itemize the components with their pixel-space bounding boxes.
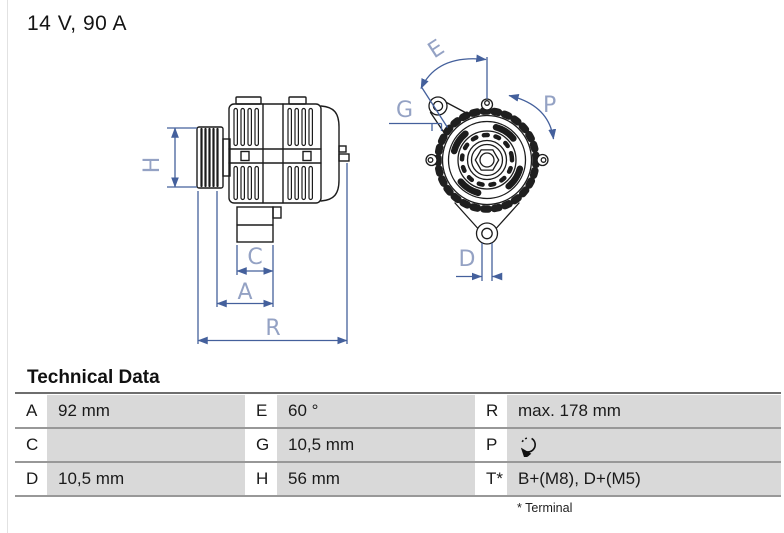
tech-label-t: T*	[475, 463, 507, 495]
tech-value-p	[507, 429, 781, 461]
rotation-direction-icon	[520, 437, 536, 457]
dimension-label-c: C	[247, 245, 262, 270]
tech-value-t: B+(M8), D+(M5)	[507, 463, 781, 495]
dimension-label-d: D	[459, 247, 476, 272]
side-view-dimensions	[167, 127, 348, 345]
technical-data-table: A 92 mm E 60 ° R max. 178 mm C G 10,5 mm…	[15, 395, 781, 497]
tech-label-c: C	[15, 429, 47, 461]
tech-label-e: E	[245, 395, 277, 427]
tech-value-e: 60 °	[277, 395, 475, 427]
product-rating-title: 14 V, 90 A	[27, 12, 127, 35]
table-row: D 10,5 mm H 56 mm T* B+(M8), D+(M5)	[15, 463, 781, 497]
tech-label-h: H	[245, 463, 277, 495]
terminal-footnote: * Terminal	[517, 501, 573, 515]
technical-data-heading: Technical Data	[27, 367, 160, 388]
tech-value-h: 56 mm	[277, 463, 475, 495]
table-row: C G 10,5 mm P	[15, 429, 781, 463]
tech-value-c	[47, 429, 245, 461]
dimension-label-p: P	[543, 93, 556, 118]
dimension-label-h: H	[140, 157, 165, 174]
tech-label-d: D	[15, 463, 47, 495]
tech-value-r: max. 178 mm	[507, 395, 781, 427]
alternator-side-view	[196, 96, 350, 243]
front-view-dimensions	[389, 54, 557, 281]
table-row: A 92 mm E 60 ° R max. 178 mm	[15, 395, 781, 429]
tech-label-r: R	[475, 395, 507, 427]
tech-value-g: 10,5 mm	[277, 429, 475, 461]
dimension-label-a: A	[237, 280, 252, 305]
tech-label-g: G	[245, 429, 277, 461]
alternator-front-view	[425, 96, 549, 245]
tech-value-a: 92 mm	[47, 395, 245, 427]
tech-value-d: 10,5 mm	[47, 463, 245, 495]
dimension-label-g: G	[396, 98, 413, 123]
tech-label-p: P	[475, 429, 507, 461]
tech-label-a: A	[15, 395, 47, 427]
dimension-label-r: R	[265, 316, 280, 341]
heading-rule	[15, 392, 781, 394]
dimension-label-e: E	[424, 35, 449, 64]
left-edge-divider	[7, 0, 8, 533]
